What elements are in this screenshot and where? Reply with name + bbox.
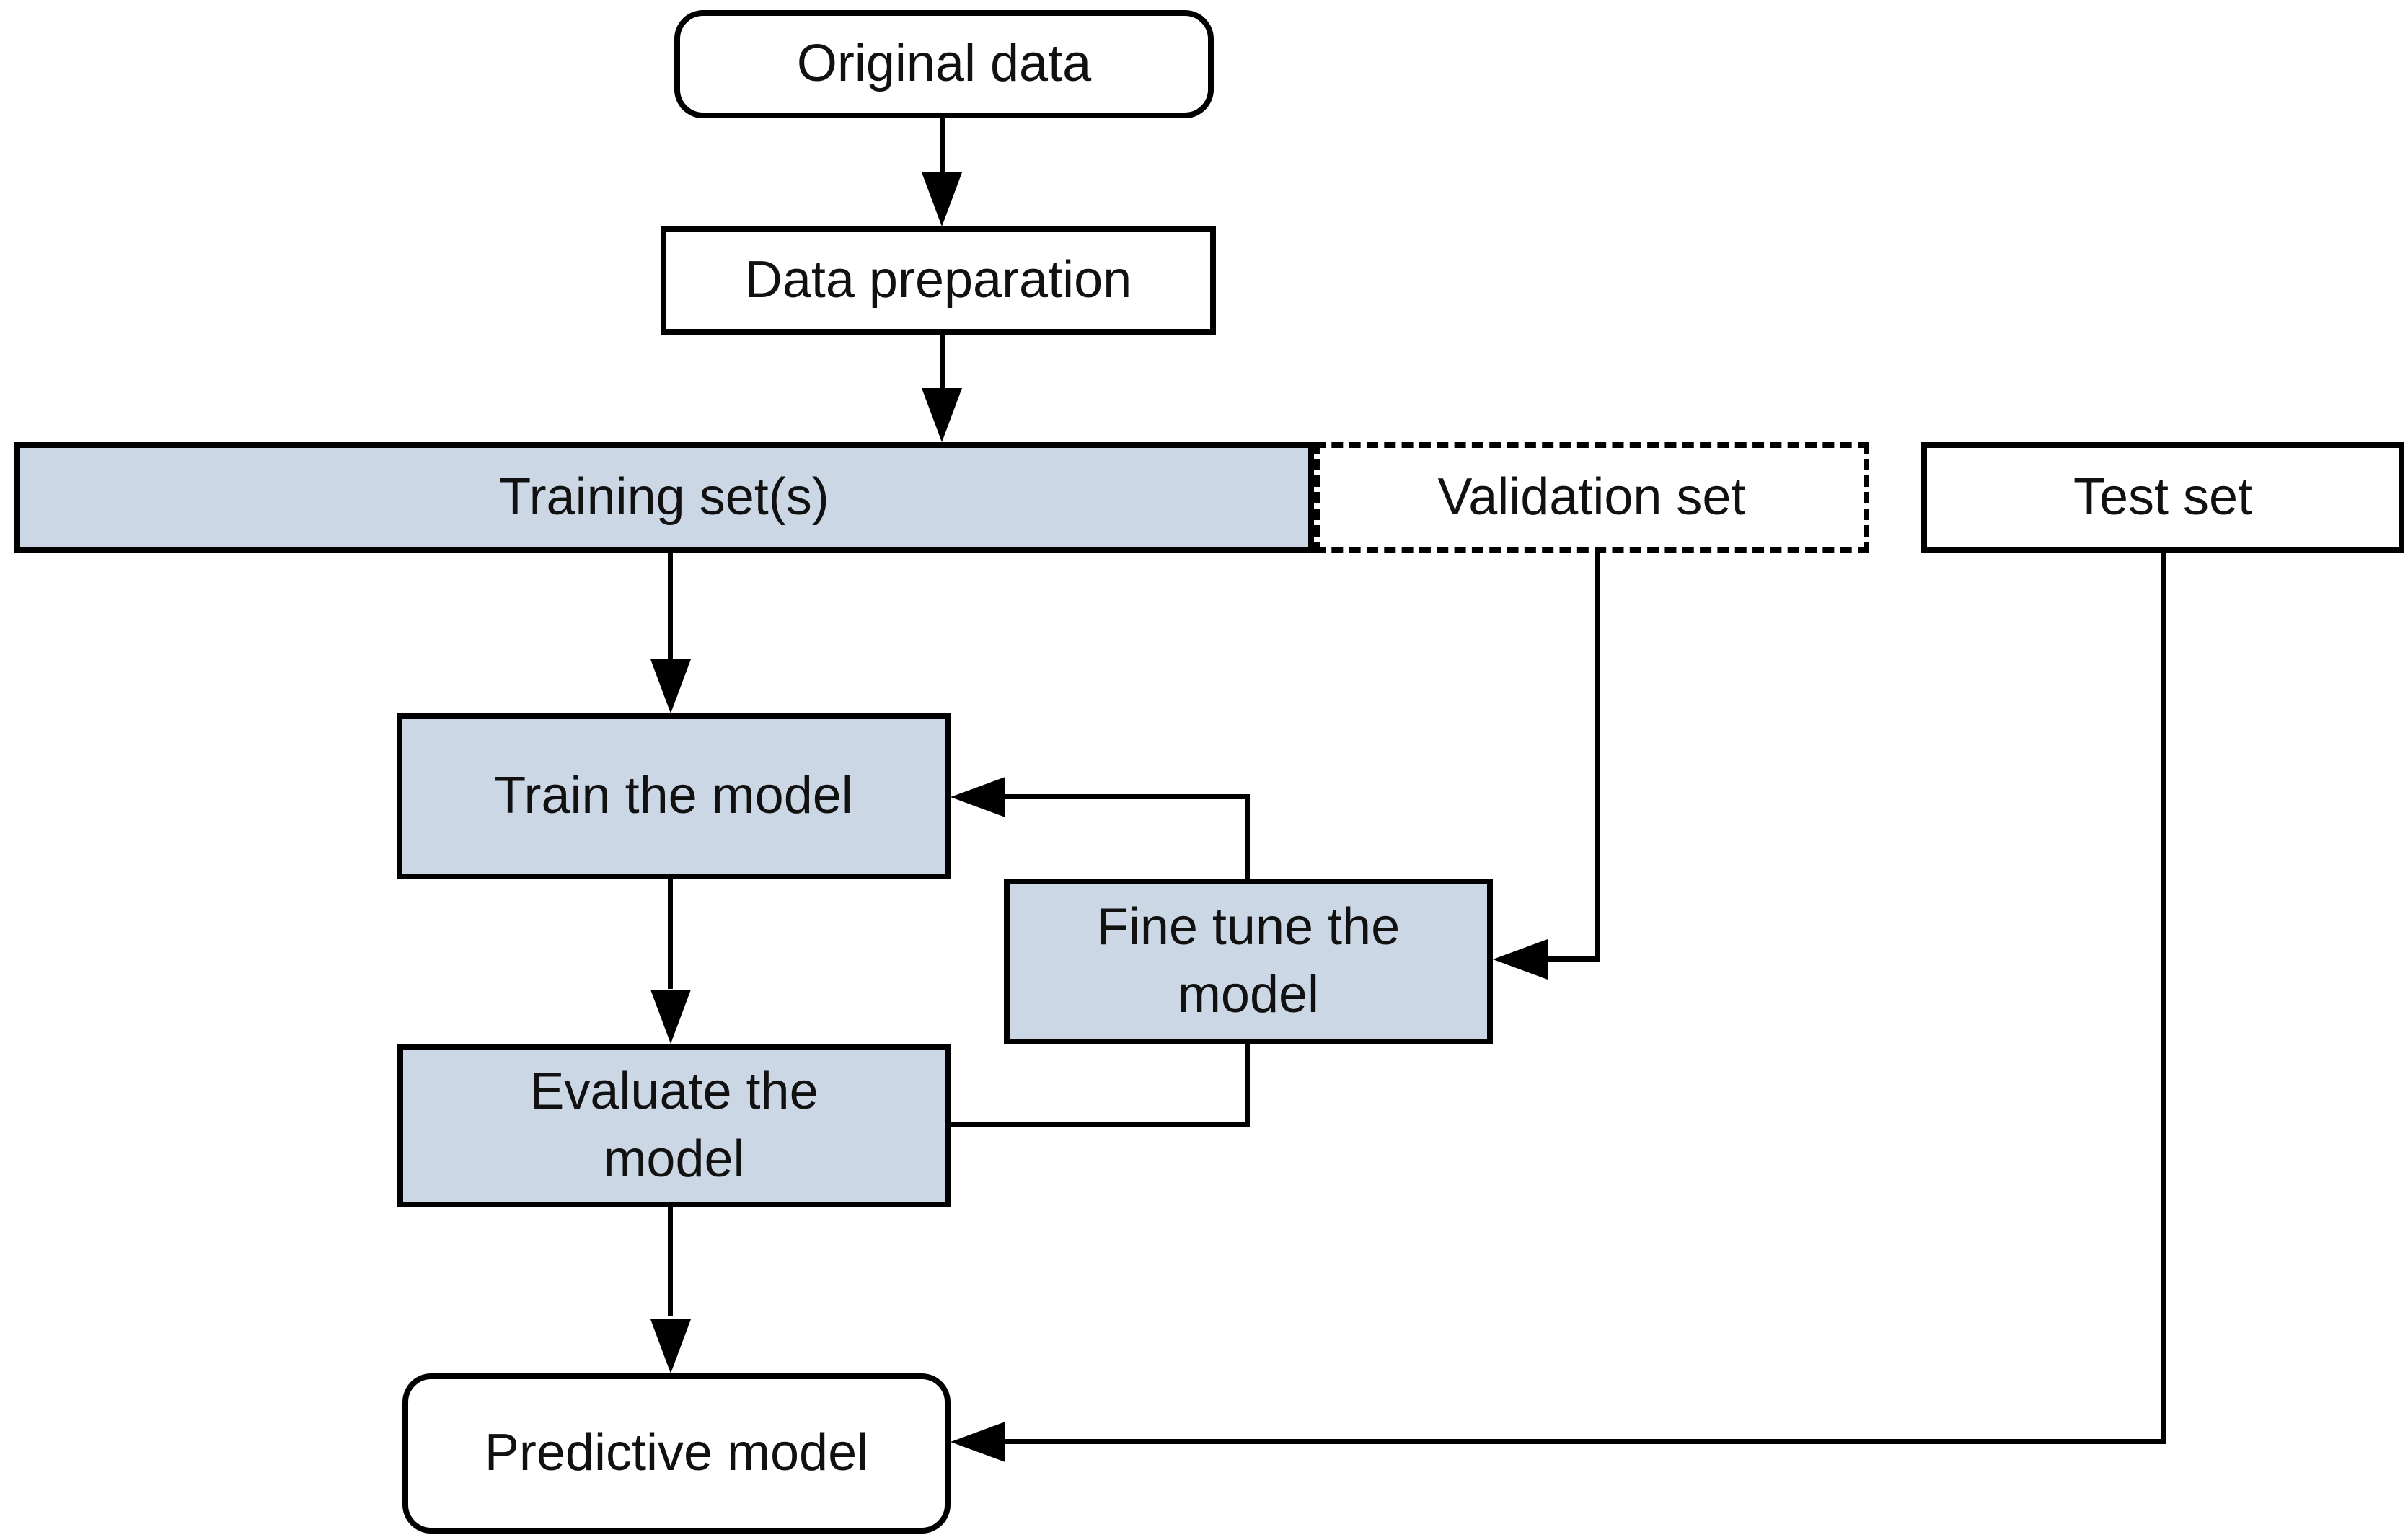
- connector-loop-bottom-horizontal: [951, 1122, 1250, 1127]
- node-validation-set: Validation set: [1314, 442, 1869, 553]
- node-training-set: Training set(s): [14, 442, 1314, 553]
- arrowhead-into-data-preparation: [922, 172, 962, 226]
- node-fine-tune-model-label: Fine tune the model: [1096, 898, 1401, 1024]
- arrowhead-into-fine-tune: [1493, 939, 1548, 980]
- node-original-data-label: Original data: [796, 35, 1092, 93]
- node-data-preparation-label: Data preparation: [744, 251, 1132, 309]
- arrowhead-into-evaluate-model: [650, 990, 691, 1044]
- node-validation-set-label: Validation set: [1437, 468, 1746, 527]
- connector-validation-horizontal: [1546, 956, 1600, 962]
- connector-train-to-evaluate: [668, 879, 673, 989]
- node-train-model-label: Train the model: [494, 767, 853, 825]
- node-predictive-model: Predictive model: [402, 1373, 951, 1534]
- node-fine-tune-model: Fine tune the model: [1004, 879, 1493, 1044]
- node-original-data: Original data: [674, 10, 1214, 118]
- connector-training-set-to-train-model: [668, 553, 673, 661]
- node-evaluate-model-label: Evaluate the model: [529, 1062, 819, 1188]
- node-evaluate-model: Evaluate the model: [397, 1044, 951, 1207]
- arrowhead-test-into-predictive-model: [951, 1422, 1005, 1462]
- connector-preparation-to-training-set: [940, 335, 945, 390]
- node-test-set-label: Test set: [2073, 468, 2253, 527]
- node-predictive-model-label: Predictive model: [484, 1424, 869, 1482]
- connector-original-to-preparation: [940, 118, 945, 175]
- connector-loop-top-horizontal: [1004, 794, 1250, 799]
- node-test-set: Test set: [1921, 442, 2404, 553]
- arrowhead-loop-into-train-model: [951, 777, 1005, 817]
- arrowhead-into-train-model: [650, 659, 691, 713]
- connector-validation-vertical: [1595, 553, 1600, 962]
- connector-test-vertical: [2161, 553, 2166, 1444]
- connector-test-horizontal: [1004, 1439, 2166, 1444]
- arrowhead-into-predictive-model: [650, 1319, 691, 1373]
- connector-evaluate-to-predictive: [668, 1207, 673, 1316]
- node-training-set-label: Training set(s): [499, 468, 829, 527]
- node-train-model: Train the model: [397, 713, 951, 879]
- node-data-preparation: Data preparation: [661, 226, 1216, 335]
- arrowhead-into-training-set: [922, 388, 962, 442]
